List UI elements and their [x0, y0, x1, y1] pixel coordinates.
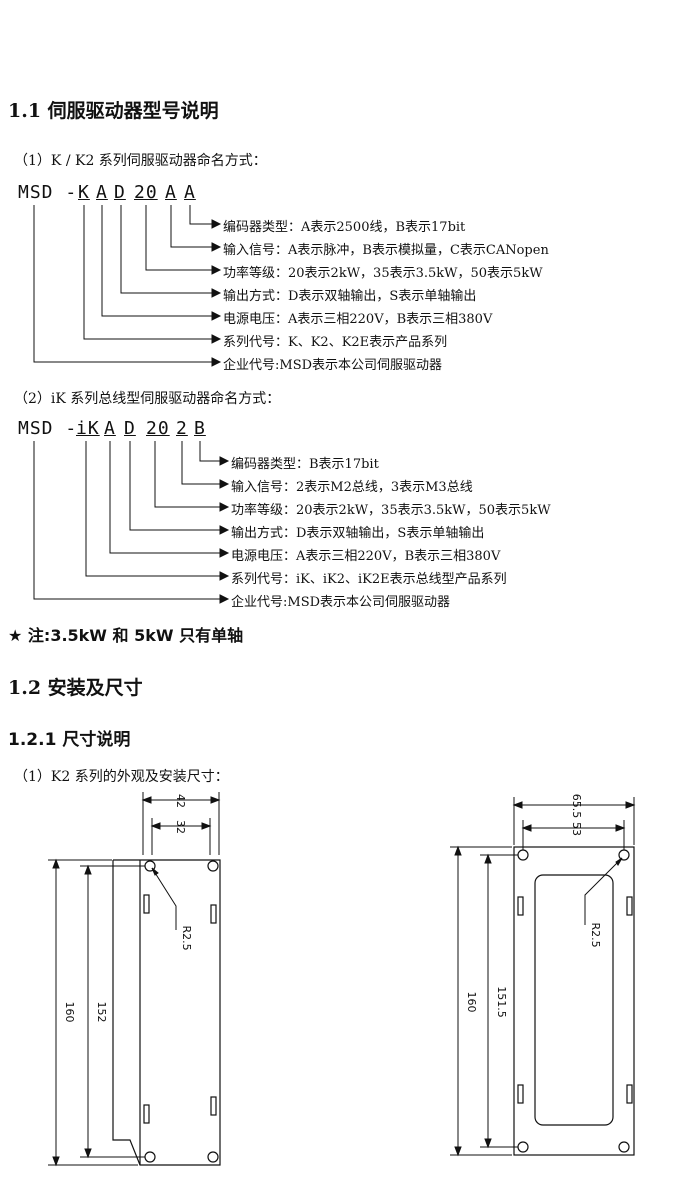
k-desc-output: 输出方式：D表示双轴输出，S表示单轴输出 [223, 289, 477, 304]
ik-code-output: D [124, 418, 136, 439]
code-input: A [165, 182, 177, 203]
ik-naming-intro: （2）iK 系列总线型伺服驱动器命名方式： [14, 391, 281, 407]
left-slot-4 [210, 1096, 217, 1116]
ik-desc-input: 输入信号：2表示M2总线，3表示M3总线 [231, 480, 473, 495]
ik-desc-series: 系列代号：iK、iK2、iK2E表示总线型产品系列 [231, 572, 507, 587]
left-dim-height-inner: 152 [95, 1002, 108, 1023]
section-title-1-1: 1.1 伺服驱动器型号说明 [8, 100, 219, 122]
right-dim-width-inner: 53 [570, 822, 583, 836]
ik-desc-enterprise: 企业代号:MSD表示本公司伺服驱动器 [231, 595, 451, 610]
left-slot-3 [143, 1104, 150, 1124]
k-desc-input: 输入信号：A表示脉冲，B表示模拟量，C表示CANopen [223, 243, 549, 258]
right-slot-1 [517, 896, 524, 916]
ik-code-power: 20 [146, 418, 170, 439]
code-power: 20 [134, 182, 158, 203]
k2-dimensions-intro: （1）K2 系列的外观及安装尺寸： [14, 769, 229, 785]
ik-code-encoder: B [194, 418, 206, 439]
section-title-1-2-1: 1.2.1 尺寸说明 [8, 730, 131, 750]
code-prefix: MSD - [18, 182, 78, 203]
right-dim-radius: R2.5 [589, 922, 602, 947]
right-body-outline [513, 846, 635, 1156]
ik-desc-encoder: 编码器类型：B表示17bit [231, 457, 379, 472]
right-slot-2 [626, 896, 633, 916]
right-hole-top-left [517, 849, 529, 861]
section-title-1-2: 1.2 安装及尺寸 [8, 677, 143, 699]
code-voltage: A [96, 182, 108, 203]
left-dim-height-outer: 160 [63, 1002, 76, 1023]
right-dim-height-inner: 151.5 [495, 986, 508, 1018]
k-desc-series: 系列代号：K、K2、K2E表示产品系列 [223, 335, 448, 350]
code-encoder: A [184, 182, 196, 203]
left-dim-radius: R2.5 [180, 925, 193, 950]
k-desc-power: 功率等级：20表示2kW，35表示3.5kW，50表示5kW [223, 266, 543, 281]
ik-desc-power: 功率等级：20表示2kW，35表示3.5kW，50表示5kW [231, 503, 551, 518]
left-dim-width-inner: 32 [174, 820, 187, 834]
ik-code-series: iK [76, 418, 100, 439]
k-desc-encoder: 编码器类型：A表示2500线，B表示17bit [223, 220, 466, 235]
k-desc-enterprise: 企业代号:MSD表示本公司伺服驱动器 [223, 358, 443, 373]
k-naming-intro: （1）K / K2 系列伺服驱动器命名方式： [14, 153, 267, 169]
ik-desc-output: 输出方式：D表示双轴输出，S表示单轴输出 [231, 526, 485, 541]
code-output: D [114, 182, 126, 203]
k-desc-voltage: 电源电压：A表示三相220V，B表示三相380V [223, 312, 493, 327]
right-slot-3 [517, 1084, 524, 1104]
left-hole-top-right [207, 860, 219, 872]
ik-code-prefix: MSD - [18, 418, 78, 439]
left-hole-bottom-right [207, 1151, 219, 1163]
left-slot-2 [210, 904, 217, 924]
ik-code-voltage: A [104, 418, 116, 439]
code-series: K [78, 182, 90, 203]
right-dim-height-outer: 160 [465, 992, 478, 1013]
left-slot-1 [143, 894, 150, 914]
right-window [534, 874, 614, 1126]
right-hole-bottom-left [517, 1141, 529, 1153]
right-dim-width-outer: 65.5 [570, 794, 583, 819]
left-dim-width-outer: 42 [174, 794, 187, 808]
power-note: ★ 注:3.5kW 和 5kW 只有单轴 [8, 626, 244, 645]
right-hole-bottom-right [618, 1141, 630, 1153]
right-slot-4 [626, 1084, 633, 1104]
ik-code-input: 2 [176, 418, 188, 439]
ik-desc-voltage: 电源电压：A表示三相220V，B表示三相380V [231, 549, 501, 564]
